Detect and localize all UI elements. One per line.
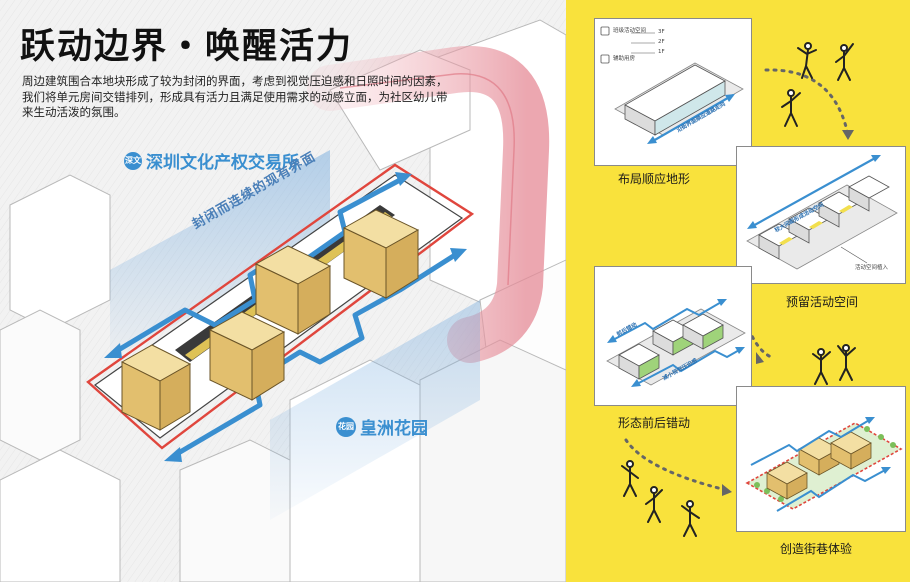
step-card-activity-space: 较大间距形成活动空间 活动空间植入 [736, 146, 906, 284]
flow-arrowheads [722, 130, 854, 496]
step-label-activity-space: 预留活动空间 [786, 295, 859, 309]
step-card-layout: 班级活动空间 辅助用房 3F 2F 1F 沿街界面顺应道路走向 [594, 18, 752, 166]
dotted-flow-arrows [624, 68, 850, 492]
stick-figures [621, 42, 856, 537]
site-boundary-red [86, 163, 475, 450]
site-label-garden: 花园 皇洲花园 [336, 414, 428, 439]
site-axonometric-drawing [0, 0, 566, 582]
figure-8 [681, 500, 700, 537]
floor-1-label: 1F [658, 49, 665, 55]
trees [754, 426, 896, 502]
legend-support: 辅助用房 [613, 56, 636, 62]
step-4-diagram [745, 417, 903, 512]
enclosing-pink-band [307, 46, 550, 363]
design-steps-panel: 班级活动空间 辅助用房 3F 2F 1F 沿街界面顺应道路走向 布局顺应地形 较… [566, 0, 910, 582]
step-flow-decoration [621, 42, 856, 537]
site-diagram-panel: 跃动边界・唤醒活力 周边建筑围合本地块形成了较为封闭的界面，考虑到视觉压迫感和日… [0, 0, 566, 582]
enclosing-pink-edge [339, 73, 515, 286]
classroom-block-2 [208, 311, 286, 401]
site-label-garden-text: 皇洲花园 [360, 419, 428, 439]
intro-paragraph: 周边建筑围合本地块形成了较为封闭的界面，考虑到视觉压迫感和日照时间的因素，我们将… [22, 74, 448, 119]
step-card-street-experience [736, 386, 906, 532]
figure-7 [645, 486, 663, 523]
figure-5 [837, 344, 856, 381]
step-card-staggered-form: 前后错动 减小视觉压迫感 [594, 266, 752, 406]
step-label-street-experience: 创造街巷体验 [780, 542, 853, 556]
legend-activity: 班级活动空间 [613, 28, 647, 34]
classroom-block-4 [342, 209, 420, 299]
page-title: 跃动边界・唤醒活力 [20, 27, 354, 67]
figure-3 [781, 89, 801, 127]
classroom-blocks [120, 209, 420, 431]
classroom-block-1 [120, 344, 192, 431]
step-label-layout: 布局顺应地形 [618, 172, 691, 186]
floor-2-label: 2F [658, 39, 665, 45]
card2-activity-note: 活动空间植入 [855, 265, 889, 271]
blue-interface-wall-right [270, 300, 480, 520]
figure-6 [621, 460, 639, 497]
figure-4 [812, 348, 831, 385]
building-icon: 深文 [124, 151, 142, 170]
site-label-exchange: 深文 深圳文化产权交易所 [124, 148, 299, 173]
arrow-heads [104, 172, 467, 462]
step-2-diagram [746, 155, 898, 270]
garden-icon: 花园 [336, 416, 356, 437]
floor-3-label: 3F [658, 29, 665, 35]
step-3-diagram [606, 299, 746, 387]
classroom-block-3 [254, 245, 332, 335]
blue-interface-wall-left [110, 150, 330, 360]
figure-1 [797, 42, 817, 79]
figure-2 [835, 43, 854, 81]
step-1-diagram [600, 26, 744, 144]
step-label-staggered-form: 形态前后错动 [618, 416, 691, 430]
site-label-exchange-text: 深圳文化产权交易所 [146, 153, 299, 173]
